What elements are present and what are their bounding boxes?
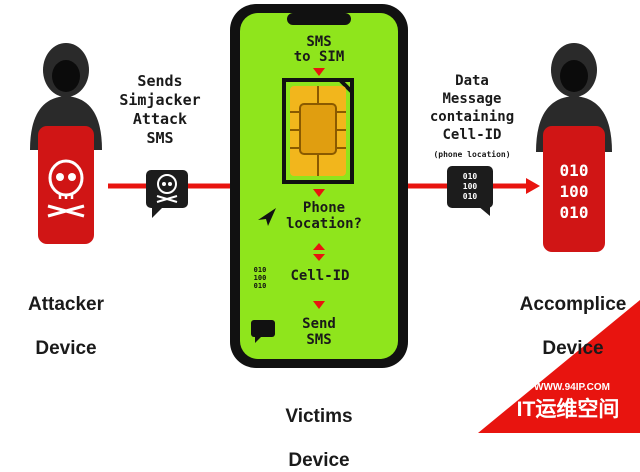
down-arrow-icon — [313, 189, 325, 197]
victim-phone — [230, 4, 408, 368]
attacker-label-line1: Attacker — [27, 294, 105, 315]
attacker-phone — [38, 126, 94, 244]
sends-attack-text: Sends Simjacker Attack SMS — [119, 72, 201, 147]
skull-icon — [47, 159, 85, 218]
skull-small-icon — [157, 174, 177, 194]
watermark-brand: IT运维空间 — [516, 398, 620, 421]
send-sms-label: Send SMS — [302, 316, 336, 348]
attacker-face-shadow — [52, 60, 80, 92]
victim-binary-text: 010 100 010 — [253, 266, 267, 290]
cell-id-label: Cell-ID — [290, 268, 350, 284]
accomplice-binary: 010 100 010 — [559, 161, 589, 222]
simjacker-diagram — [30, 4, 640, 433]
phone-screen — [240, 13, 398, 359]
data-message-subtext: (phone location) — [433, 150, 511, 159]
data-message-bubble — [447, 166, 493, 216]
attack-sms-bubble — [146, 170, 188, 218]
down-arrow-icon — [313, 68, 325, 76]
data-message-binary: 010 100 010 — [462, 172, 478, 201]
down-arrow-icon — [313, 254, 325, 261]
accomplice-face-shadow — [560, 60, 588, 92]
watermark-url: WWW.94IP.COM — [534, 382, 610, 393]
attacker-label: Attacker Device — [12, 272, 120, 360]
chat-bubble-icon — [251, 320, 275, 343]
phone-notch — [287, 13, 351, 25]
sms-to-sim-label: SMS to SIM — [293, 34, 345, 65]
up-arrow-icon — [313, 243, 325, 250]
victim-label: Victims Device — [262, 384, 376, 472]
accomplice-label: Accomplice Device — [506, 272, 640, 360]
attacker-label-line2: Device — [35, 338, 97, 359]
accomplice-label-line1: Accomplice — [519, 294, 627, 315]
accomplice-phone — [543, 126, 605, 252]
attacker-figure — [30, 43, 102, 244]
victim-label-line2: Device — [288, 450, 350, 471]
down-arrow-icon — [313, 301, 325, 309]
accomplice-label-line2: Device — [542, 338, 604, 359]
victim-label-line1: Victims — [285, 406, 353, 427]
location-arrow-icon — [258, 208, 276, 226]
accomplice-figure — [536, 43, 612, 252]
sim-card-icon — [282, 78, 354, 184]
watermark-banner — [478, 300, 640, 433]
data-message-text: Data Message containing Cell-ID — [429, 73, 515, 143]
arrow-head-to-accomplice — [526, 178, 540, 194]
phone-location-label: Phone location? — [286, 200, 362, 232]
